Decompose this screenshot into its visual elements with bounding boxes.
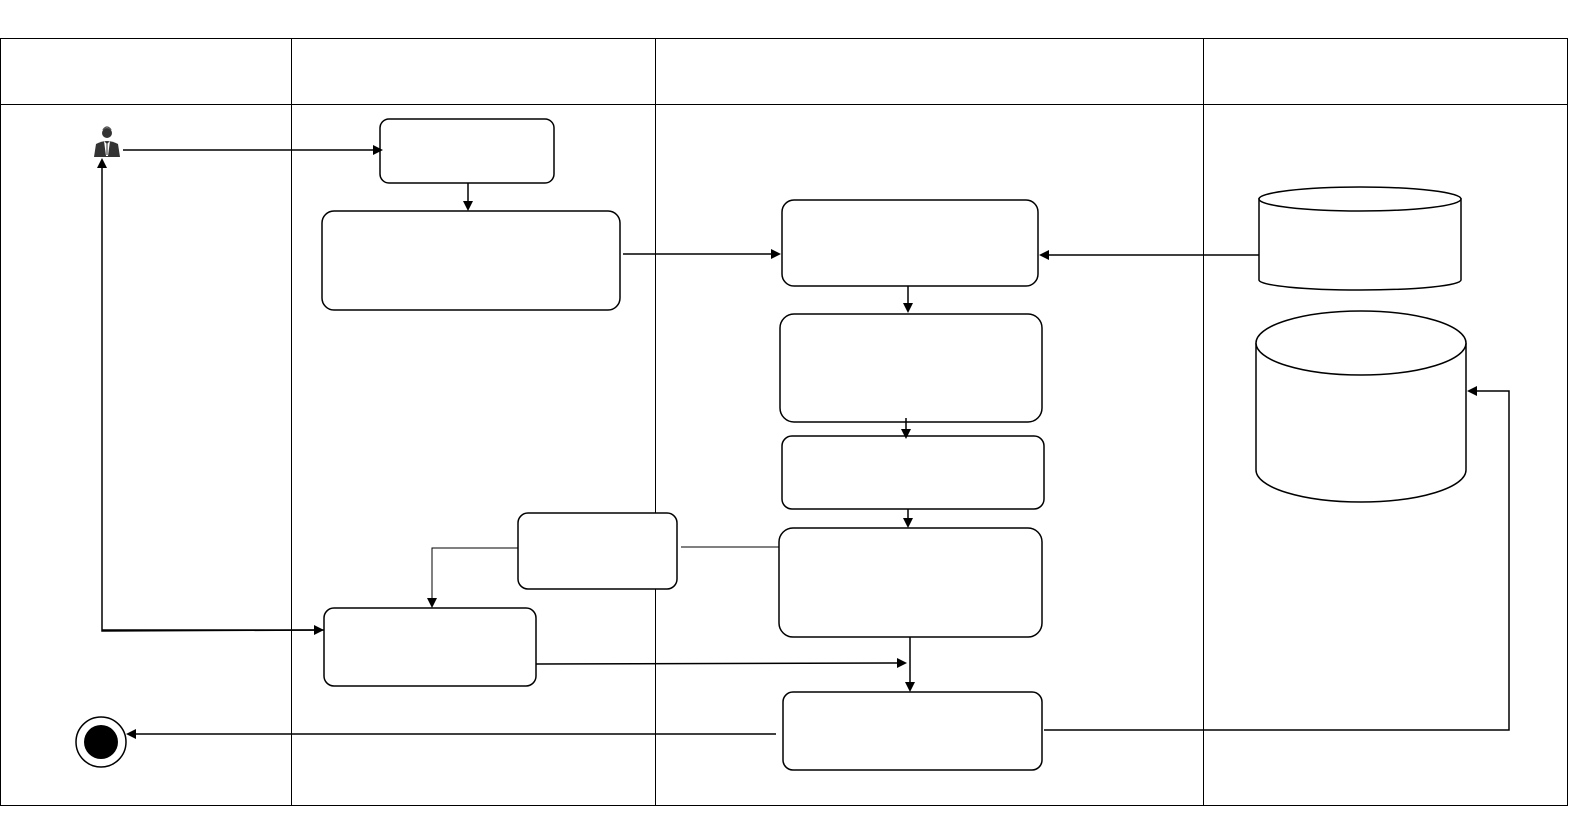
flow-actor-to-activity-1 — [123, 145, 383, 155]
flow-activity-8-to-activity-7 — [427, 547, 518, 608]
user-icon — [94, 126, 120, 157]
datastore-2[interactable] — [1255, 343, 1467, 503]
activity-3[interactable] — [781, 199, 1039, 287]
activity-8[interactable] — [517, 512, 678, 590]
flow-activity-5-to-activity-6 — [903, 509, 913, 528]
flow-activity-6-to-activity-9 — [905, 637, 915, 692]
activity-5[interactable] — [781, 435, 1045, 510]
datastore-1[interactable] — [1258, 198, 1462, 291]
flow-activity-2-to-activity-3 — [623, 249, 781, 259]
database-icon — [1258, 186, 1462, 291]
activity-7[interactable] — [323, 607, 537, 687]
flow-activity-4-to-activity-5 — [901, 418, 911, 439]
final-node — [75, 716, 127, 768]
flow-activity-7-to-activity-9 — [535, 658, 907, 668]
activity-4[interactable] — [779, 313, 1043, 423]
activity-9[interactable] — [782, 691, 1043, 771]
flow-activity-7-to-actor — [97, 158, 325, 635]
datastore-2-top — [1255, 310, 1467, 376]
activity-6[interactable] — [778, 527, 1043, 638]
flow-activity-9-to-final — [126, 729, 776, 739]
flow-datastore-1-to-activity-3 — [1039, 250, 1259, 260]
flow-activity-3-to-activity-4 — [903, 286, 913, 313]
swimlane-frame — [0, 38, 1568, 806]
database-icon — [1255, 310, 1467, 503]
flow-activity-1-to-activity-2 — [463, 183, 473, 211]
datastore-1-top — [1258, 186, 1462, 212]
activity-1[interactable] — [379, 118, 555, 184]
activity-2[interactable] — [321, 210, 621, 311]
flow-activity-9-to-datastore-2 — [1044, 386, 1510, 731]
